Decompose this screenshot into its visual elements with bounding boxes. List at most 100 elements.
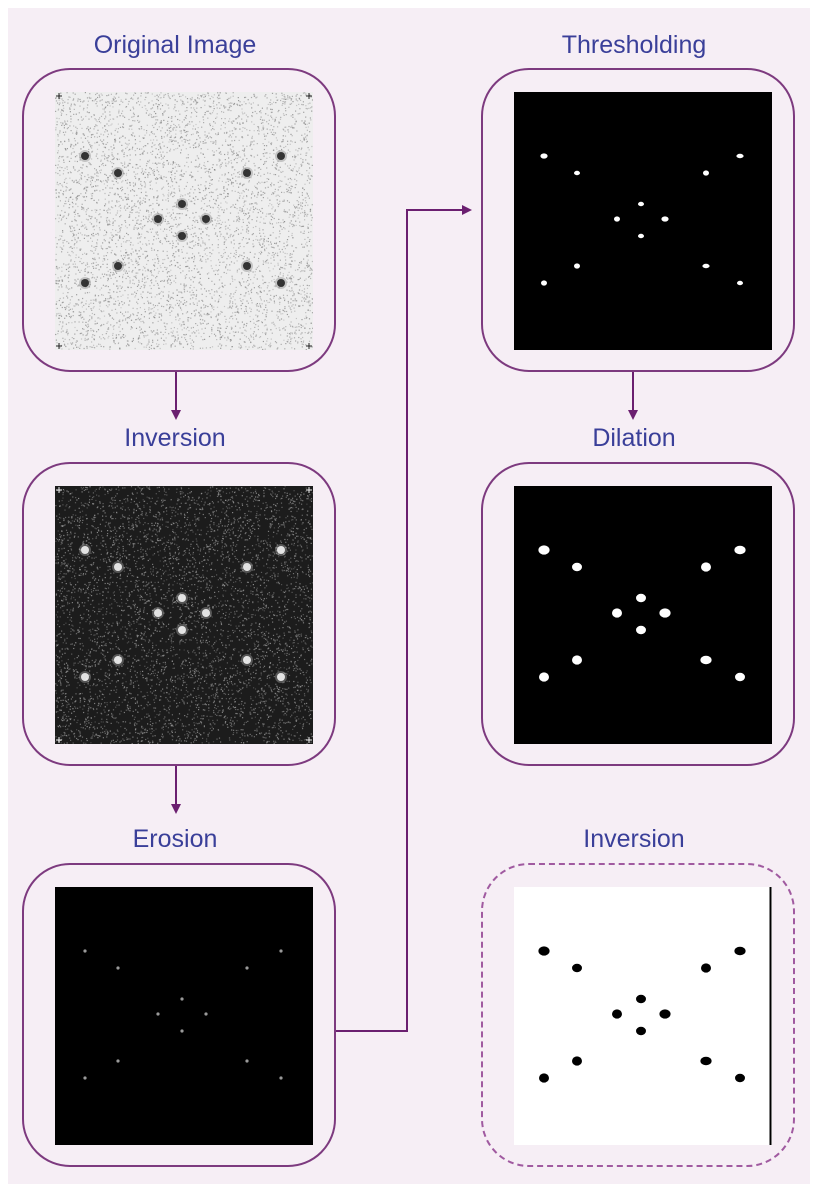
spot <box>245 1059 249 1063</box>
panel-thresholding <box>481 68 795 372</box>
noise-texture <box>55 92 313 350</box>
spot <box>154 609 162 617</box>
noise-texture <box>55 486 313 744</box>
spot <box>700 1056 712 1066</box>
eroded-image <box>55 887 313 1145</box>
spot <box>735 672 745 682</box>
spot <box>277 546 285 554</box>
spot <box>572 655 582 665</box>
spot <box>81 673 89 681</box>
spot <box>636 593 646 603</box>
spot <box>539 672 549 682</box>
spot <box>114 656 122 664</box>
dilated-image <box>514 486 772 744</box>
spot <box>81 279 89 287</box>
spot-halo <box>275 277 287 289</box>
spot <box>180 997 184 1001</box>
spot <box>243 563 251 571</box>
image-background <box>55 92 313 350</box>
spot <box>116 966 120 970</box>
spot <box>243 656 251 664</box>
spot <box>572 1056 582 1066</box>
spot <box>154 215 162 223</box>
title-inversion-final: Inversion <box>583 825 685 853</box>
spot <box>572 562 582 572</box>
spot <box>279 949 283 953</box>
spot <box>701 562 711 572</box>
spot <box>178 626 186 634</box>
spot <box>659 608 671 618</box>
title-erosion: Erosion <box>132 825 218 853</box>
spot <box>81 152 89 160</box>
spot <box>114 563 122 571</box>
spot <box>701 963 711 973</box>
image-background <box>55 887 313 1145</box>
spot <box>277 279 285 287</box>
spot <box>541 280 547 286</box>
spot <box>702 263 710 269</box>
title-inversion: Inversion <box>124 424 226 452</box>
spot <box>700 655 712 665</box>
spot <box>703 170 709 176</box>
panel-inversion <box>22 462 336 766</box>
spot <box>538 545 550 555</box>
spot <box>178 200 186 208</box>
spot <box>539 1073 549 1083</box>
spot-halo <box>200 213 212 225</box>
spot <box>735 1073 745 1083</box>
image-background <box>514 92 772 350</box>
original-image-noisy-spots <box>55 92 313 350</box>
spot-halo <box>275 150 287 162</box>
spot <box>83 949 87 953</box>
spot <box>734 545 746 555</box>
corner-marks <box>56 487 312 743</box>
spot-halo <box>241 260 253 272</box>
spot <box>180 1029 184 1033</box>
corner-marks <box>56 93 312 349</box>
spot <box>638 201 644 207</box>
spot <box>636 994 646 1004</box>
spot <box>243 169 251 177</box>
spot <box>538 946 550 956</box>
spot-halo <box>112 260 124 272</box>
spot <box>540 153 548 159</box>
spot <box>81 546 89 554</box>
spot-halo <box>112 167 124 179</box>
spot <box>572 963 582 973</box>
title-thresholding: Thresholding <box>561 31 707 59</box>
title-original-image: Original Image <box>93 31 257 59</box>
spot <box>659 1009 671 1019</box>
image-background <box>55 486 313 744</box>
spot-halo <box>79 150 91 162</box>
spot <box>638 233 644 239</box>
spot <box>737 280 743 286</box>
title-dilation: Dilation <box>592 424 676 452</box>
spot-halo <box>79 277 91 289</box>
spot <box>245 966 249 970</box>
thresholded-image <box>514 92 772 350</box>
spot-halo <box>176 198 188 210</box>
image-background <box>514 887 772 1145</box>
spot <box>614 216 620 222</box>
spot <box>574 263 580 269</box>
spot <box>612 1009 622 1019</box>
final-inverted-image <box>514 887 772 1145</box>
spot <box>661 216 669 222</box>
spot-halo <box>152 213 164 225</box>
spot <box>277 152 285 160</box>
panel-dilation <box>481 462 795 766</box>
spot <box>279 1076 283 1080</box>
spot <box>636 1026 646 1036</box>
spot <box>574 170 580 176</box>
spot-halo <box>176 230 188 242</box>
panel-erosion <box>22 863 336 1167</box>
spot <box>83 1076 87 1080</box>
spot <box>243 262 251 270</box>
spot <box>612 608 622 618</box>
spot <box>114 169 122 177</box>
panel-inversion-final <box>481 863 795 1167</box>
spot <box>734 946 746 956</box>
spot <box>178 232 186 240</box>
spot <box>178 594 186 602</box>
spot <box>277 673 285 681</box>
